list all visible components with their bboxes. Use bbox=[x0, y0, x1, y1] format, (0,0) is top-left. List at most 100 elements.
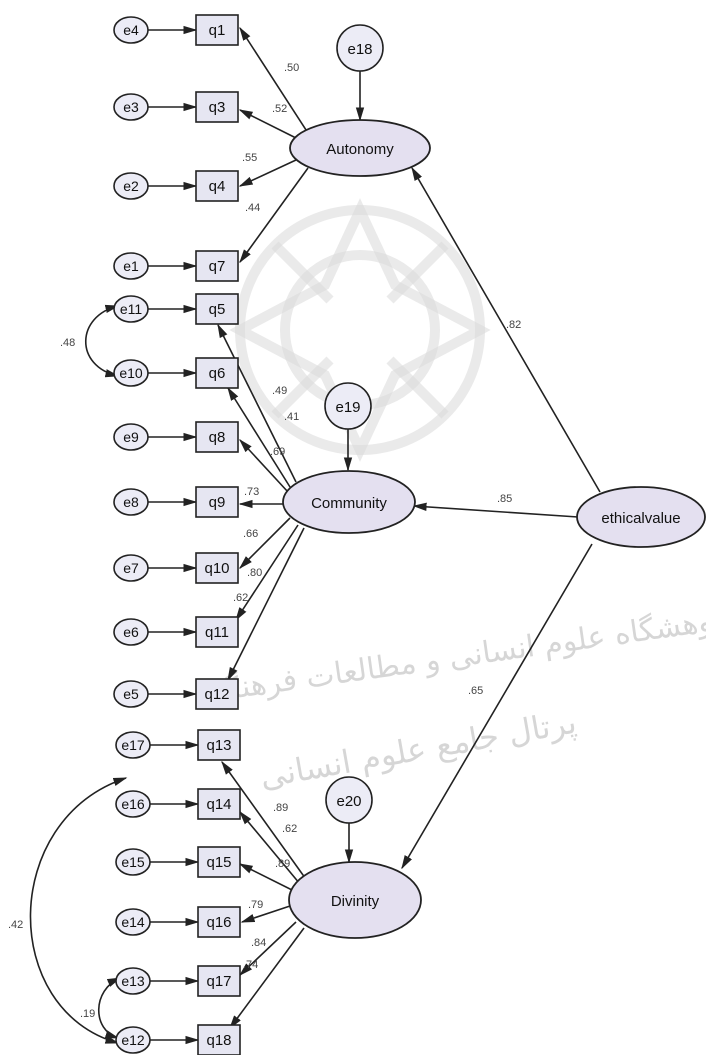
q11-label: q11 bbox=[205, 624, 229, 641]
e16-label: e16 bbox=[121, 796, 145, 812]
e3-label: e3 bbox=[123, 99, 139, 115]
q7-box bbox=[195, 250, 239, 282]
q9-label: q9 bbox=[209, 494, 226, 511]
q16-label: q16 bbox=[206, 914, 231, 931]
q4-label: q4 bbox=[209, 178, 226, 195]
q6-label: q6 bbox=[209, 365, 226, 382]
e12-node bbox=[115, 1026, 151, 1054]
ethicalvalue-label: ethicalvalue bbox=[601, 510, 680, 527]
q14-box bbox=[197, 788, 241, 820]
error-terms: e4 e3 e2 e1 e11 e10 e9 e8 e7 e6 e5 e17 e… bbox=[113, 16, 384, 1054]
e19-label: e19 bbox=[335, 399, 360, 416]
coef-com-q6: .41 bbox=[284, 411, 299, 423]
loading-arrows bbox=[217, 26, 601, 1030]
coef-ev-div: .65 bbox=[468, 685, 483, 697]
q13-box bbox=[197, 729, 241, 761]
coef-ev-auto: .82 bbox=[506, 319, 521, 331]
e4-node bbox=[113, 16, 149, 44]
e8-label: e8 bbox=[123, 494, 139, 510]
coef-div-q16: .79 bbox=[248, 899, 263, 911]
coef-com-q11: .80 bbox=[247, 567, 262, 579]
autonomy-label: Autonomy bbox=[326, 141, 394, 158]
q11-box bbox=[195, 616, 239, 648]
e5-node bbox=[113, 680, 149, 708]
q12-label: q12 bbox=[204, 686, 229, 703]
divinity-label: Divinity bbox=[331, 893, 380, 910]
e11-label: e11 bbox=[120, 301, 143, 317]
e15-node bbox=[115, 848, 151, 876]
e20-node bbox=[325, 776, 373, 824]
error-arrows bbox=[148, 25, 365, 1045]
coef-div-q18: .74 bbox=[243, 959, 258, 971]
q15-box bbox=[197, 846, 241, 878]
q12-box bbox=[195, 678, 239, 710]
coef-auto-q4: .55 bbox=[242, 152, 257, 164]
e12-label: e12 bbox=[121, 1032, 145, 1048]
coef-auto-q3: .52 bbox=[272, 103, 287, 115]
coef-cov-e16-e12: .42 bbox=[8, 919, 23, 931]
e4-label: e4 bbox=[123, 22, 139, 38]
coef-div-q17: .84 bbox=[251, 937, 266, 949]
q14-label: q14 bbox=[206, 796, 231, 813]
q17-label: q17 bbox=[206, 973, 231, 990]
e18-node bbox=[336, 24, 384, 72]
e8-node bbox=[113, 488, 149, 516]
e13-label: e13 bbox=[121, 973, 145, 989]
e18-label: e18 bbox=[347, 41, 372, 58]
coef-cov-e13-e12: .19 bbox=[80, 1008, 95, 1020]
e17-label: e17 bbox=[121, 737, 145, 753]
coef-cov-e11-e10: .48 bbox=[60, 337, 75, 349]
e3-node bbox=[113, 93, 149, 121]
autonomy-node bbox=[289, 119, 431, 177]
e11-node bbox=[113, 295, 149, 323]
e16-node bbox=[115, 790, 151, 818]
coef-auto-q1: .50 bbox=[284, 62, 299, 74]
covariance-curves bbox=[29, 304, 128, 1044]
coef-com-q12: .62 bbox=[233, 592, 248, 604]
coef-div-q14: .62 bbox=[282, 823, 297, 835]
e13-node bbox=[115, 967, 151, 995]
latent-variables: Autonomy Community Divinity ethicalvalue bbox=[282, 119, 706, 939]
q4-box bbox=[195, 170, 239, 202]
q3-label: q3 bbox=[209, 99, 226, 116]
coef-com-q5: .49 bbox=[272, 385, 287, 397]
q7-label: q7 bbox=[209, 258, 226, 275]
coef-auto-q7: .44 bbox=[245, 202, 260, 214]
e7-label: e7 bbox=[123, 560, 139, 576]
q9-box bbox=[195, 486, 239, 518]
community-label: Community bbox=[311, 495, 387, 512]
e2-node bbox=[113, 172, 149, 200]
coef-div-q13: .89 bbox=[273, 802, 288, 814]
coef-com-q8: .69 bbox=[270, 446, 285, 458]
e10-node bbox=[113, 359, 149, 387]
e6-label: e6 bbox=[123, 624, 139, 640]
divinity-node bbox=[288, 861, 422, 939]
q10-label: q10 bbox=[204, 560, 229, 577]
ethicalvalue-node bbox=[576, 486, 706, 548]
e1-node bbox=[113, 252, 149, 280]
q8-label: q8 bbox=[209, 429, 226, 446]
e5-label: e5 bbox=[123, 686, 139, 702]
q18-label: q18 bbox=[206, 1032, 231, 1049]
coef-com-q10: .66 bbox=[243, 528, 258, 540]
e17-node bbox=[115, 731, 151, 759]
e2-label: e2 bbox=[123, 178, 139, 194]
q1-box bbox=[195, 14, 239, 46]
e14-label: e14 bbox=[121, 914, 145, 930]
q17-box bbox=[197, 965, 241, 997]
q18-box bbox=[197, 1024, 241, 1055]
q16-box bbox=[197, 906, 241, 938]
coef-com-q9: .73 bbox=[244, 486, 259, 498]
e7-node bbox=[113, 554, 149, 582]
e1-label: e1 bbox=[123, 258, 139, 274]
coefficients: .50 .52 .55 .44 .48 .49 .41 .69 .73 .66 … bbox=[8, 62, 521, 1020]
q5-box bbox=[195, 293, 239, 325]
q8-box bbox=[195, 421, 239, 453]
e9-label: e9 bbox=[123, 429, 139, 445]
e20-label: e20 bbox=[336, 793, 361, 810]
e19-node bbox=[324, 382, 372, 430]
e14-node bbox=[115, 908, 151, 936]
q10-box bbox=[195, 552, 239, 584]
e15-label: e15 bbox=[121, 854, 145, 870]
